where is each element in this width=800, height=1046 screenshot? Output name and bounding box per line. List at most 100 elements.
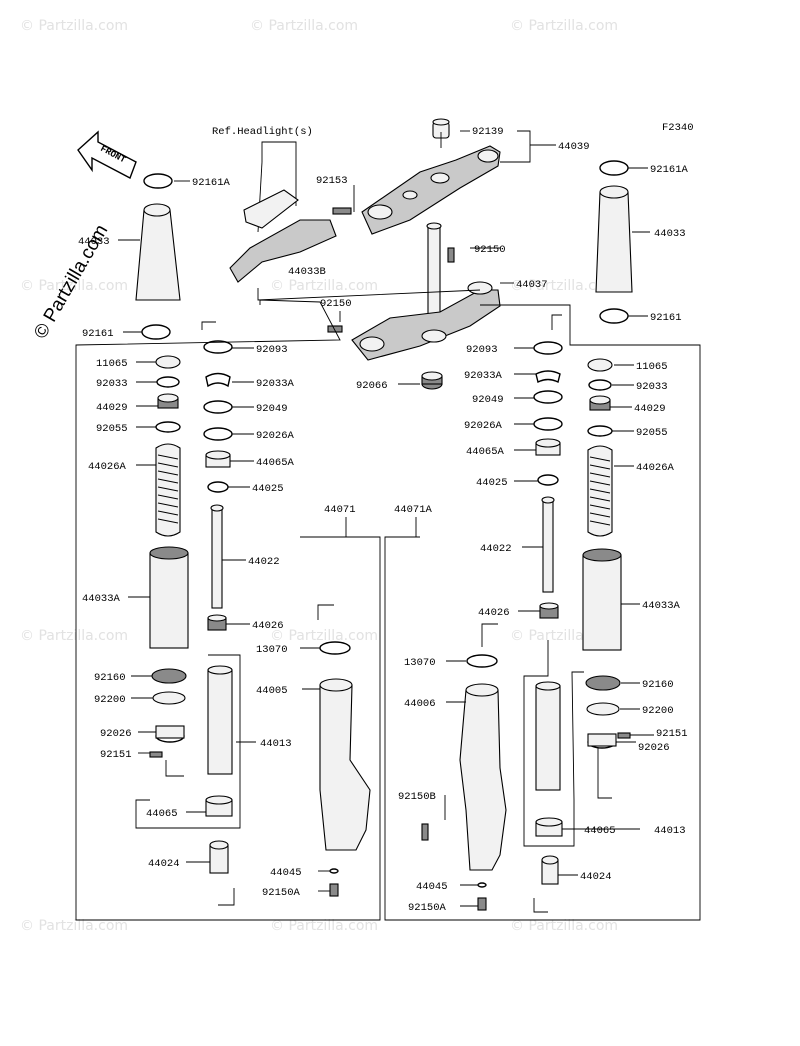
- label-92093-right: 92093: [466, 344, 498, 356]
- bolt-92153: [332, 207, 352, 215]
- watermark: © Partzilla.com: [270, 278, 378, 294]
- ref-headlight-note: Ref.Headlight(s): [212, 126, 313, 138]
- right-leaders: [444, 314, 654, 913]
- watermark: © Partzilla.com: [20, 18, 128, 34]
- label-92033A-left: 92033A: [256, 378, 295, 390]
- part-labels: 92139 44039 92153 92161A 92161A 44033 44…: [78, 126, 689, 914]
- label-44065-right: 44065: [584, 825, 616, 837]
- front-arrow: FRONT: [77, 130, 137, 179]
- label-44065A-right: 44065A: [466, 446, 505, 458]
- label-44029-left: 44029: [96, 402, 128, 414]
- plug-92139: [432, 118, 450, 139]
- label-44013-left: 44013: [260, 738, 292, 750]
- label-92161A-left: 92161A: [192, 177, 231, 189]
- label-92033A-right: 92033A: [464, 370, 503, 382]
- label-44071: 44071: [324, 504, 356, 516]
- label-92160-left: 92160: [94, 672, 126, 684]
- label-44022-right: 44022: [480, 543, 512, 555]
- label-44006: 44006: [404, 698, 436, 710]
- label-44026-left: 44026: [252, 620, 284, 632]
- label-92200-left: 92200: [94, 694, 126, 706]
- watermark: © Partzilla.com: [250, 18, 358, 34]
- label-44013-right: 44013: [654, 825, 686, 837]
- figure-code: F2340: [662, 122, 694, 134]
- label-92150B: 92150B: [398, 791, 436, 803]
- right-internals: [582, 358, 631, 749]
- label-44033-left: 44033: [78, 236, 110, 248]
- right-outer-tube: [421, 654, 507, 911]
- left-boot: [135, 173, 181, 340]
- watermark: © Partzilla.com: [510, 918, 618, 934]
- label-92150A-right: 92150A: [408, 902, 447, 914]
- watermark: © Partzilla.com: [270, 918, 378, 934]
- right-fork-outline: [384, 304, 701, 921]
- steering-stem: [426, 222, 442, 337]
- label-92033-left: 92033: [96, 378, 128, 390]
- left-upper-column: [203, 340, 233, 874]
- label-44005: 44005: [256, 685, 288, 697]
- label-44033A-right: 44033A: [642, 600, 681, 612]
- left-leaders: [128, 321, 334, 906]
- label-92150A-left: 92150A: [262, 887, 301, 899]
- label-92139: 92139: [472, 126, 504, 138]
- label-92161-right: 92161: [650, 312, 682, 324]
- label-44024-left: 44024: [148, 858, 180, 870]
- label-44033B: 44033B: [288, 266, 326, 278]
- label-92093-left: 92093: [256, 344, 288, 356]
- label-44029-right: 44029: [634, 403, 666, 415]
- label-44071A: 44071A: [394, 504, 433, 516]
- watermarks: © Partzilla.com © Partzilla.com © Partzi…: [20, 18, 618, 934]
- label-92049-left: 92049: [256, 403, 288, 415]
- label-44033-right: 44033: [654, 228, 686, 240]
- label-13070-left: 13070: [256, 644, 288, 656]
- label-44039: 44039: [558, 141, 590, 153]
- label-44037: 44037: [516, 279, 548, 291]
- lower-bracket: [351, 281, 501, 361]
- label-11065-left: 11065: [96, 358, 128, 370]
- label-92150-upper: 92150: [474, 244, 506, 256]
- right-boot: [595, 160, 633, 324]
- label-92066: 92066: [356, 380, 388, 392]
- right-upper-column: [533, 341, 563, 885]
- watermark: © Partzilla.com: [20, 918, 128, 934]
- label-44045-left: 44045: [270, 867, 302, 879]
- label-13070-right: 13070: [404, 657, 436, 669]
- label-44022-left: 44022: [248, 556, 280, 568]
- label-44065-left: 44065: [146, 808, 178, 820]
- label-92150-lower: 92150: [320, 298, 352, 310]
- label-92161A-right: 92161A: [650, 164, 689, 176]
- watermark: © Partzilla.com: [510, 278, 618, 294]
- label-92151-left: 92151: [100, 749, 132, 761]
- left-internals: [149, 355, 189, 758]
- bolt-92150-lower: [327, 325, 343, 333]
- watermark: © Partzilla.com: [270, 628, 378, 644]
- label-92160-right: 92160: [642, 679, 674, 691]
- label-44045-right: 44045: [416, 881, 448, 893]
- label-44065A-left: 44065A: [256, 457, 295, 469]
- label-44033A-left: 44033A: [82, 593, 121, 605]
- label-44025-left: 44025: [252, 483, 284, 495]
- label-11065-right: 11065: [636, 361, 668, 373]
- label-44026A-right: 44026A: [636, 462, 675, 474]
- label-92026A-left: 92026A: [256, 430, 295, 442]
- upper-bracket: [361, 145, 501, 235]
- label-92153: 92153: [316, 175, 348, 187]
- left-fork-outline: [75, 299, 381, 921]
- label-92055-left: 92055: [96, 423, 128, 435]
- left-outer-tube: [319, 641, 371, 897]
- watermark: © Partzilla.com: [510, 18, 618, 34]
- label-44024-right: 44024: [580, 871, 612, 883]
- label-92026-right: 92026: [638, 742, 670, 754]
- label-44025-right: 44025: [476, 477, 508, 489]
- label-92151-right: 92151: [656, 728, 688, 740]
- label-44026-right: 44026: [478, 607, 510, 619]
- seal-92066: [421, 371, 443, 390]
- watermark: © Partzilla.com: [20, 628, 128, 644]
- label-92026A-right: 92026A: [464, 420, 503, 432]
- headlight-bracket: [229, 189, 337, 283]
- label-92161-left: 92161: [82, 328, 114, 340]
- label-92033-right: 92033: [636, 381, 668, 393]
- bolt-92150-upper: [447, 247, 455, 263]
- watermark: © Partzilla.com: [20, 278, 128, 294]
